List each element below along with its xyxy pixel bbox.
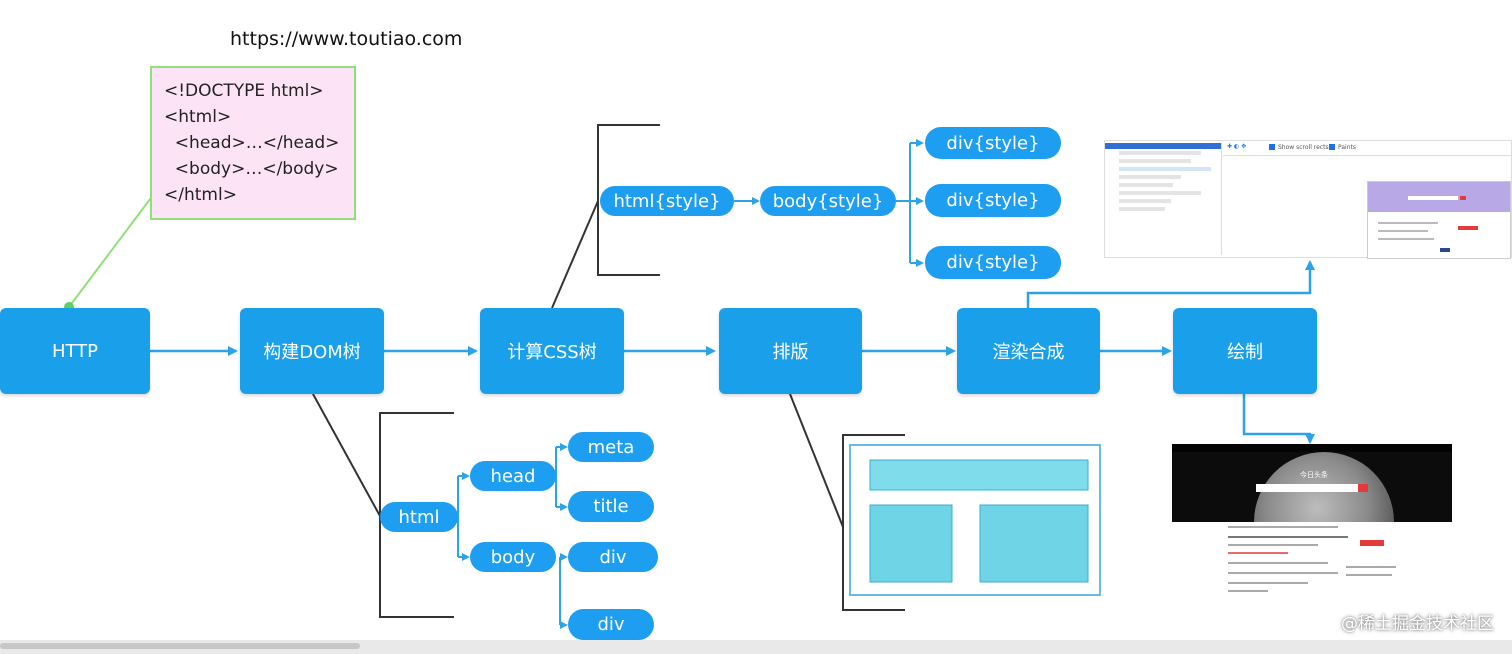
code-line: </html>	[164, 185, 237, 205]
show-scroll-rects-label: Show scroll rects	[1278, 144, 1329, 151]
scrollbar-thumb[interactable]	[0, 643, 360, 649]
dom-node-head: head	[470, 461, 556, 491]
css-node-html: html{style}	[600, 186, 734, 216]
code-line: <head>…</head>	[164, 133, 340, 153]
stage-compute-css: 计算CSS树	[480, 308, 624, 394]
bracket-css	[597, 124, 660, 276]
dom-node-div: div	[568, 609, 654, 640]
leader-css	[551, 200, 599, 309]
dom-node-div: div	[568, 542, 658, 572]
horizontal-scrollbar[interactable]	[0, 640, 1512, 654]
stage-layout: 排版	[719, 308, 862, 394]
devtools-layers-thumbnail: ✚ ◐ ✥ Show scroll rects Paints	[1104, 140, 1512, 259]
page-hero: 今日头条	[1172, 444, 1452, 522]
dom-node-meta: meta	[568, 432, 654, 462]
html-code-box: <!DOCTYPE html> <html> <head>…</head> <b…	[150, 66, 356, 220]
rendered-page-thumbnail: 今日头条	[1172, 444, 1452, 598]
page-search-box	[1256, 484, 1358, 492]
dom-node-title: title	[568, 491, 654, 522]
code-line: <html>	[164, 107, 232, 127]
layer-tree	[1105, 143, 1222, 255]
css-node-div: div{style}	[925, 184, 1061, 217]
css-node-div: div{style}	[925, 127, 1061, 159]
bracket-layout	[842, 434, 905, 611]
leader-layout	[789, 393, 844, 528]
css-node-div: div{style}	[925, 246, 1061, 279]
stage-build-dom: 构建DOM树	[240, 308, 384, 394]
dom-node-body: body	[470, 542, 556, 572]
page-logo: 今日头条	[1300, 471, 1328, 479]
code-line: <body>…</body>	[164, 159, 339, 179]
devtools-toolbar: ✚ ◐ ✥ Show scroll rects Paints	[1223, 141, 1511, 156]
page-search-button	[1358, 484, 1368, 492]
layout-illustration	[849, 444, 1101, 596]
stage-composite: 渲染合成	[957, 308, 1100, 394]
url-text: https://www.toutiao.com	[230, 28, 463, 50]
arrow-paint-page	[1242, 394, 1315, 444]
paints-label: Paints	[1338, 144, 1356, 151]
arrow-composite-devtools	[1026, 260, 1315, 308]
watermark: @稀土掘金技术社区	[1341, 614, 1494, 634]
dom-node-html: html	[380, 502, 458, 532]
code-line: <!DOCTYPE html>	[164, 81, 324, 101]
leader-dom	[312, 393, 381, 517]
stage-http: HTTP	[0, 308, 150, 394]
devtools-page-preview	[1367, 181, 1511, 259]
css-node-body: body{style}	[760, 186, 896, 216]
stage-paint: 绘制	[1173, 308, 1317, 394]
